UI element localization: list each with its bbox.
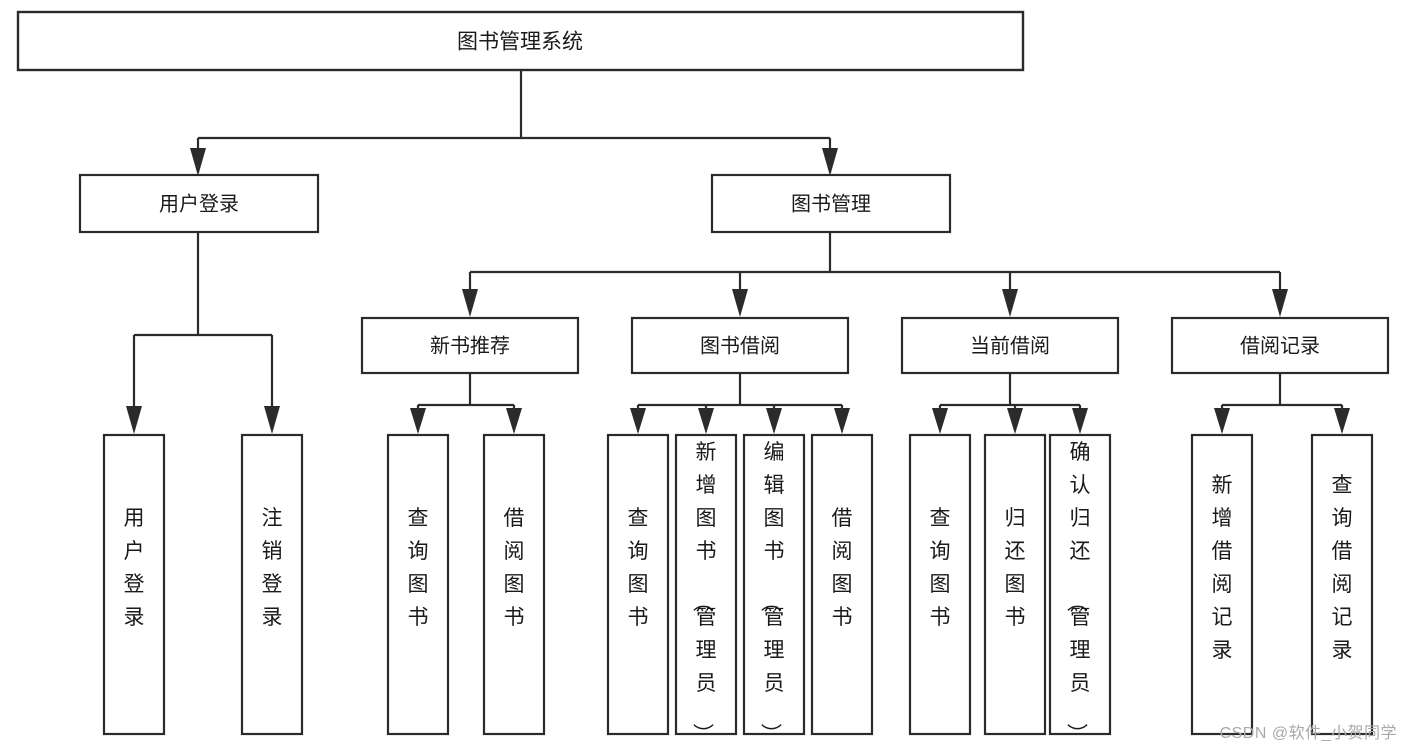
node-book-borrow-box[interactable] bbox=[630, 316, 850, 375]
node-leaf-borrow-book-1-box[interactable] bbox=[482, 433, 546, 736]
node-leaf-borrow-book-1-label: 借阅图书 bbox=[504, 507, 525, 629]
node-leaf-confirm-return[interactable]: 确认归还（管理员） bbox=[1048, 433, 1112, 744]
node-book-borrow-label: 图书借阅 bbox=[700, 334, 780, 357]
node-book-manage-label: 图书管理 bbox=[791, 192, 871, 215]
node-root-box[interactable] bbox=[16, 10, 1025, 72]
node-user-login[interactable]: 用户登录 bbox=[78, 173, 320, 234]
node-borrow-record-box[interactable] bbox=[1170, 316, 1390, 375]
node-leaf-query-book-3[interactable]: 查询图书 bbox=[908, 433, 972, 736]
node-current-borrow[interactable]: 当前借阅 bbox=[900, 316, 1120, 375]
node-leaf-query-book-1-label: 查询图书 bbox=[408, 507, 429, 629]
connector-group-borrow-record bbox=[1214, 373, 1350, 434]
node-leaf-logout-login-label: 注销登录 bbox=[262, 507, 283, 629]
node-current-borrow-label: 当前借阅 bbox=[970, 334, 1050, 357]
node-leaf-user-login[interactable]: 用户登录 bbox=[102, 433, 166, 736]
node-leaf-edit-book[interactable]: 编辑图书（管理员） bbox=[742, 433, 806, 744]
node-borrow-record-label: 借阅记录 bbox=[1240, 334, 1320, 357]
node-leaf-query-book-2-box[interactable] bbox=[606, 433, 670, 736]
arrow-head-leaf-query-book-2 bbox=[630, 408, 646, 434]
node-root-label: 图书管理系统 bbox=[457, 31, 583, 54]
node-leaf-add-book-box[interactable] bbox=[674, 433, 738, 736]
node-leaf-query-book-2-label: 查询图书 bbox=[628, 507, 649, 629]
node-leaf-add-record[interactable]: 新增借阅记录 bbox=[1190, 433, 1254, 736]
node-user-login-box[interactable] bbox=[78, 173, 320, 234]
connector-group-root bbox=[190, 70, 838, 176]
node-leaf-query-record-label: 查询借阅记录 bbox=[1332, 474, 1353, 662]
connector-group-current-borrow bbox=[932, 373, 1088, 434]
arrow-head-leaf-query-record bbox=[1334, 408, 1350, 434]
node-book-manage[interactable]: 图书管理 bbox=[710, 173, 952, 234]
node-root[interactable]: 图书管理系统 bbox=[16, 10, 1025, 72]
node-leaf-edit-book-label: 编辑图书（管理员） bbox=[759, 441, 785, 744]
node-leaf-add-record-label: 新增借阅记录 bbox=[1212, 474, 1233, 662]
node-leaf-borrow-book-1[interactable]: 借阅图书 bbox=[482, 433, 546, 736]
node-new-book-recommend[interactable]: 新书推荐 bbox=[360, 316, 580, 375]
arrow-head-user-login bbox=[190, 148, 206, 176]
arrow-head-leaf-edit-book bbox=[766, 408, 782, 434]
arrow-head-leaf-logout-login bbox=[264, 406, 280, 434]
node-leaf-user-login-label: 用户登录 bbox=[124, 507, 145, 629]
node-leaf-add-book-label: 新增图书（管理员） bbox=[691, 441, 717, 744]
node-leaf-logout-login-box[interactable] bbox=[240, 433, 304, 736]
arrow-head-leaf-query-book-3 bbox=[932, 408, 948, 434]
node-leaf-query-book-3-label: 查询图书 bbox=[930, 507, 951, 629]
node-leaf-query-record[interactable]: 查询借阅记录 bbox=[1310, 433, 1374, 736]
node-user-login-label: 用户登录 bbox=[159, 192, 239, 215]
node-book-borrow[interactable]: 图书借阅 bbox=[630, 316, 850, 375]
arrow-head-new-book-recommend bbox=[462, 289, 478, 317]
node-leaf-user-login-box[interactable] bbox=[102, 433, 166, 736]
connector-group-new-book-recommend bbox=[410, 373, 522, 434]
node-book-manage-box[interactable] bbox=[710, 173, 952, 234]
node-leaf-borrow-book-2-box[interactable] bbox=[810, 433, 874, 736]
node-leaf-query-book-3-box[interactable] bbox=[908, 433, 972, 736]
arrow-head-book-borrow bbox=[732, 289, 748, 317]
arrow-head-current-borrow bbox=[1002, 289, 1018, 317]
node-leaf-borrow-book-2-label: 借阅图书 bbox=[832, 507, 853, 629]
arrow-head-leaf-borrow-book-1 bbox=[506, 408, 522, 434]
arrow-head-book-manage bbox=[822, 148, 838, 176]
node-leaf-query-book-2[interactable]: 查询图书 bbox=[606, 433, 670, 736]
node-leaf-add-record-box[interactable] bbox=[1190, 433, 1254, 736]
connector-group-book-manage bbox=[462, 232, 1288, 317]
node-leaf-confirm-return-label: 确认归还（管理员） bbox=[1065, 441, 1091, 744]
arrow-head-leaf-borrow-book-2 bbox=[834, 408, 850, 434]
arrow-head-borrow-record bbox=[1272, 289, 1288, 317]
node-borrow-record[interactable]: 借阅记录 bbox=[1170, 316, 1390, 375]
node-leaf-query-book-1-box[interactable] bbox=[386, 433, 450, 736]
node-leaf-return-book[interactable]: 归还图书 bbox=[983, 433, 1047, 736]
connector-group-book-borrow bbox=[630, 373, 850, 434]
node-new-book-recommend-label: 新书推荐 bbox=[430, 334, 510, 357]
arrow-head-leaf-user-login bbox=[126, 406, 142, 434]
arrow-head-leaf-add-book bbox=[698, 408, 714, 434]
arrow-head-leaf-query-book-1 bbox=[410, 408, 426, 434]
node-leaf-query-book-1[interactable]: 查询图书 bbox=[386, 433, 450, 736]
connector-group-user-login bbox=[126, 232, 280, 434]
node-leaf-query-record-box[interactable] bbox=[1310, 433, 1374, 736]
node-leaf-edit-book-box[interactable] bbox=[742, 433, 806, 736]
node-leaf-borrow-book-2[interactable]: 借阅图书 bbox=[810, 433, 874, 736]
arrow-head-leaf-confirm-return bbox=[1072, 408, 1088, 434]
node-leaf-add-book[interactable]: 新增图书（管理员） bbox=[674, 433, 738, 744]
node-leaf-logout-login[interactable]: 注销登录 bbox=[240, 433, 304, 736]
node-leaf-return-book-box[interactable] bbox=[983, 433, 1047, 736]
node-leaf-confirm-return-box[interactable] bbox=[1048, 433, 1112, 736]
arrow-head-leaf-return-book bbox=[1007, 408, 1023, 434]
node-new-book-recommend-box[interactable] bbox=[360, 316, 580, 375]
node-current-borrow-box[interactable] bbox=[900, 316, 1120, 375]
arrow-head-leaf-add-record bbox=[1214, 408, 1230, 434]
node-leaf-return-book-label: 归还图书 bbox=[1005, 507, 1026, 629]
